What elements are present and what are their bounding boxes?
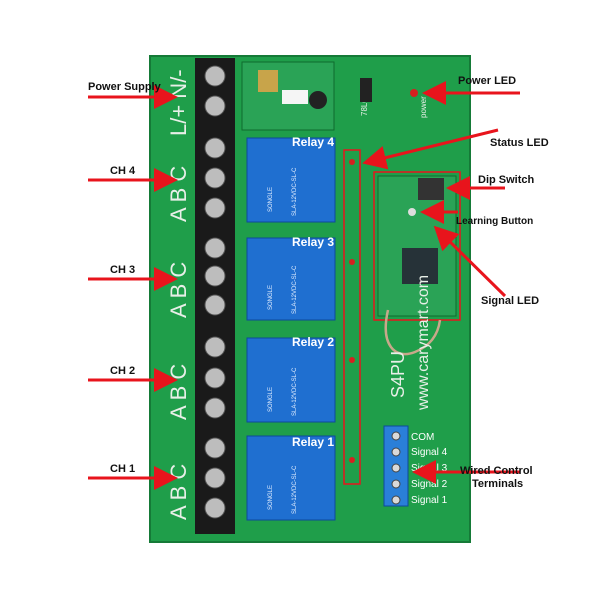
relay-3-model: SLA-12VDC-SL-C: [292, 265, 298, 314]
board-model-silk: S4PU: [388, 351, 408, 398]
relay-3: SONGLE SLA-12VDC-SL-C: [246, 237, 336, 321]
relay-4-model: SLA-12VDC-SL-C: [292, 167, 298, 216]
power-silk-text: power: [419, 96, 428, 118]
wired-control-callout-line1: Wired Control: [460, 465, 533, 477]
relay-2-label: Relay 2: [292, 335, 334, 349]
ch2-terminal-silk: A B C: [166, 364, 191, 420]
relay-4-label: Relay 4: [292, 135, 334, 149]
terminal-screws: [204, 65, 226, 519]
status-led-highlight: [343, 149, 361, 485]
ch2-callout: CH 2: [110, 365, 135, 377]
terminal-signal-1: Signal 1: [411, 495, 448, 506]
receiver-highlight: [373, 171, 461, 321]
wired-terminal-screws: [391, 431, 401, 505]
terminal-signal-4: Signal 4: [411, 447, 448, 458]
signal-led-arrow: [433, 225, 507, 298]
relay-2: SONGLE SLA-12VDC-SL-C: [246, 337, 336, 423]
relay-1-brand: SONGLE: [268, 485, 274, 510]
ch4-terminal-silk: A B C: [166, 166, 191, 222]
terminal-com: COM: [411, 432, 434, 443]
ch3-callout: CH 3: [110, 264, 135, 276]
relay-1-label: Relay 1: [292, 435, 334, 449]
status-led-callout: Status LED: [490, 137, 549, 149]
learning-button-callout: Learning Button: [456, 216, 533, 227]
status-led-arrow: [362, 128, 499, 170]
power-led-callout: Power LED: [458, 75, 516, 87]
relay-1: SONGLE SLA-12VDC-SL-C: [246, 435, 336, 521]
power-supply-module: [241, 61, 335, 131]
relay-4-brand: SONGLE: [268, 187, 274, 212]
terminal-signal-2: Signal 2: [411, 479, 448, 490]
relay-2-model: SLA-12VDC-SL-C: [292, 367, 298, 416]
ch4-callout: CH 4: [110, 165, 136, 177]
status-leds: [349, 159, 355, 463]
ch1-callout: CH 1: [110, 463, 135, 475]
relay-3-brand: SONGLE: [268, 285, 274, 310]
ic-chip: [360, 78, 372, 102]
wired-control-callout-line2: Terminals: [472, 478, 523, 490]
antenna-wire: [384, 309, 442, 356]
relay-2-brand: SONGLE: [268, 387, 274, 412]
power-supply-callout: Power Supply: [88, 81, 162, 93]
power-terminal-silk: L/+ N/-: [166, 69, 191, 136]
ch1-terminal-silk: A B C: [166, 464, 191, 520]
ic-silk-text: 78L05: [360, 93, 369, 116]
dip-switch-callout: Dip Switch: [478, 174, 535, 186]
signal-led-callout: Signal LED: [481, 295, 539, 307]
ch3-terminal-silk: A B C: [166, 262, 191, 318]
relay-1-model: SLA-12VDC-SL-C: [292, 465, 298, 514]
board-url-silk: www.carymart.com: [415, 275, 432, 411]
relay-4: SONGLE SLA-12VDC-SL-C: [246, 137, 336, 223]
relay-3-label: Relay 3: [292, 235, 334, 249]
power-led-dot: [410, 89, 418, 97]
